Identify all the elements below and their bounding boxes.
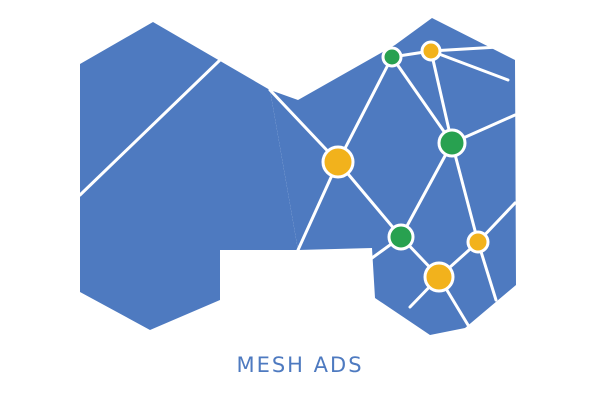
- m-right-mesh-shape: [270, 18, 516, 335]
- m-left-leg-shape: [80, 22, 298, 330]
- node-orange-right: [466, 230, 490, 254]
- brand-name: MESH ADS: [236, 353, 364, 377]
- node-orange-bottom: [423, 261, 455, 293]
- node-green-right: [437, 128, 467, 158]
- node-green-lower: [387, 223, 415, 251]
- node-green-top: [381, 46, 403, 68]
- node-orange-top: [420, 40, 442, 62]
- mesh-nodes: [321, 40, 490, 293]
- node-orange-large: [321, 145, 355, 179]
